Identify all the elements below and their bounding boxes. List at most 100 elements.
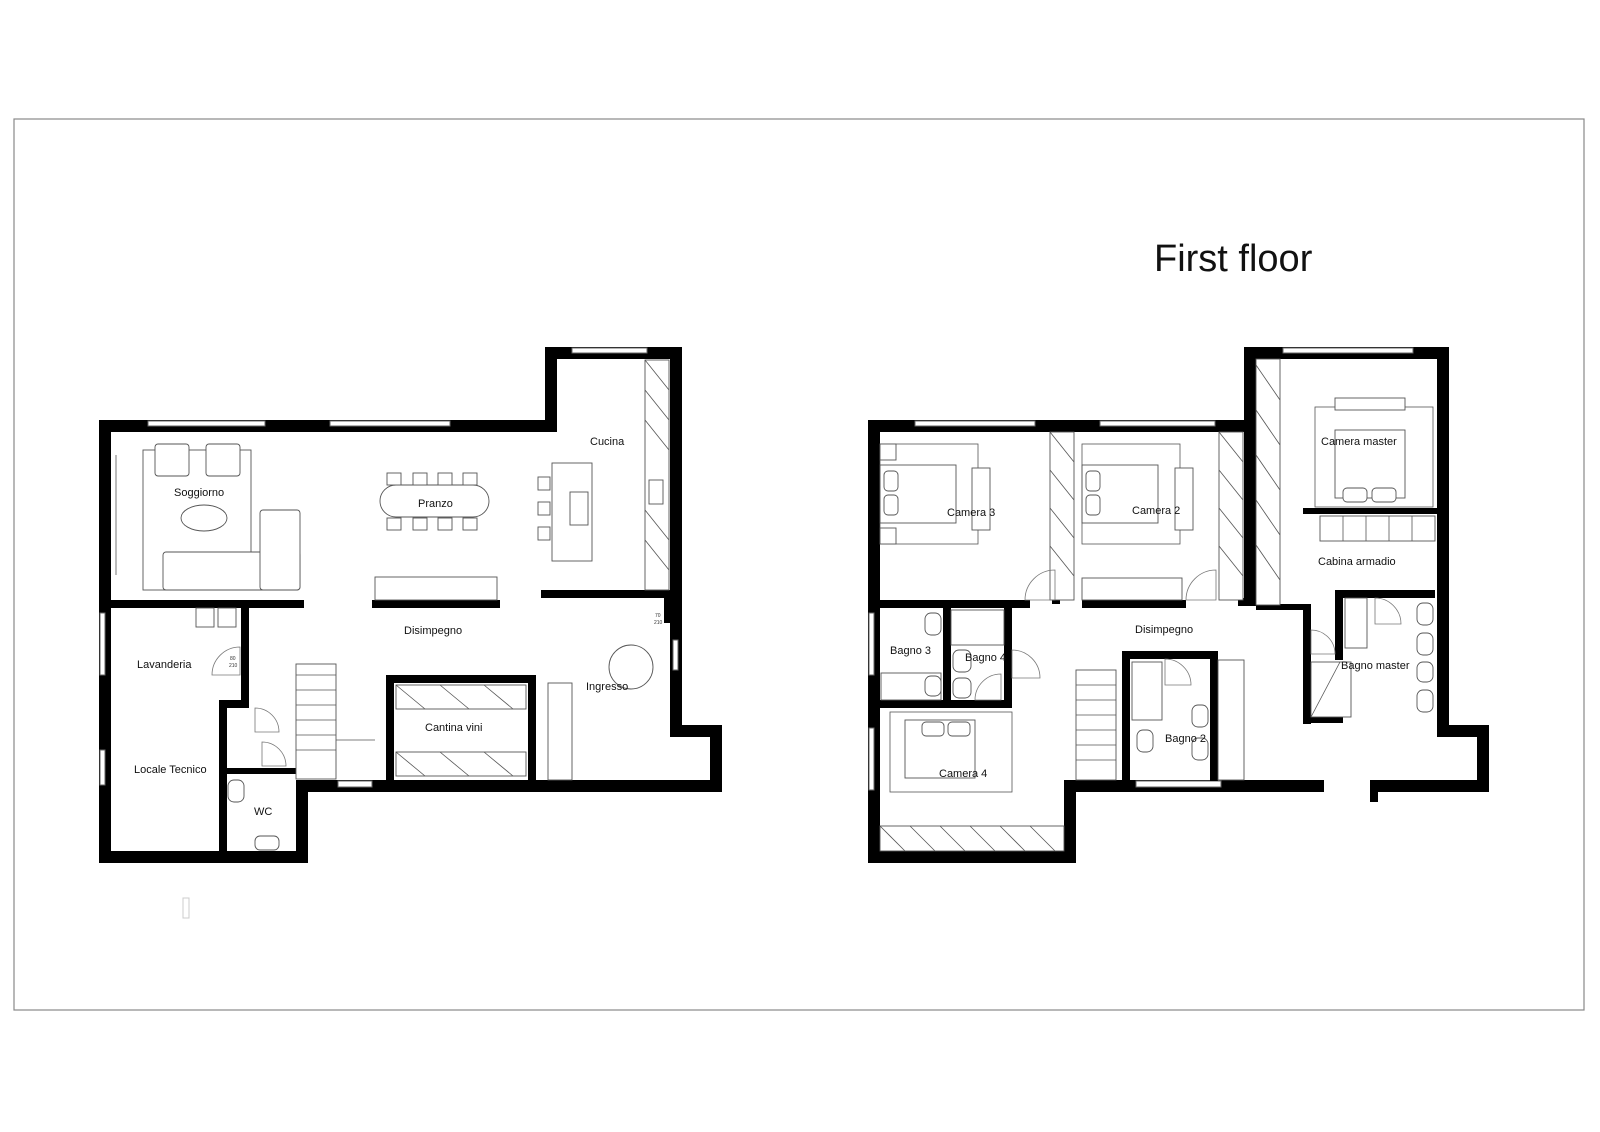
cabinet-hatching — [644, 359, 670, 571]
wall — [1335, 590, 1343, 660]
window — [329, 420, 451, 427]
window — [868, 612, 875, 676]
door-swing — [261, 741, 287, 767]
bed — [1334, 429, 1406, 499]
wall — [1303, 715, 1343, 723]
wall — [1437, 725, 1489, 737]
wall — [1244, 598, 1256, 606]
wall — [372, 600, 500, 608]
wall — [1122, 651, 1130, 781]
room-label-cantina-vini: Cantina vini — [425, 722, 482, 734]
room-label-camera-3: Camera 3 — [947, 507, 995, 519]
wardrobe-hatching — [1049, 431, 1075, 577]
door-swing — [211, 646, 241, 676]
pillow — [1342, 487, 1368, 503]
room-label-disimpegno: Disimpegno — [1135, 624, 1193, 636]
wall — [308, 780, 722, 792]
wall — [1372, 780, 1489, 792]
pillow — [921, 721, 945, 737]
wall — [670, 347, 682, 737]
kitchen-cabinets — [644, 359, 670, 591]
bed-frame — [889, 711, 1013, 793]
pillow — [883, 494, 899, 516]
stair-treads — [296, 674, 336, 751]
armchair — [205, 443, 241, 477]
door-tag: 70 — [655, 613, 661, 619]
wall — [1303, 508, 1437, 514]
wall — [1370, 780, 1378, 802]
wardrobe — [1081, 577, 1183, 601]
door-swing — [1011, 649, 1041, 679]
wine-rack — [395, 684, 527, 710]
washing-machine — [195, 607, 215, 628]
sheet-title: First floor — [1154, 238, 1313, 280]
door-swing — [1310, 629, 1336, 655]
window — [1135, 780, 1222, 788]
window — [571, 347, 648, 354]
pillow — [1371, 487, 1397, 503]
wardrobe — [1218, 431, 1244, 601]
ground-floor-plan: 80 210 70 210 Soggiorno Pranzo Cucina Di… — [99, 347, 722, 919]
wardrobe — [1049, 431, 1075, 601]
door-swing — [1024, 569, 1056, 601]
closet — [1319, 515, 1436, 542]
room-label-cabina-armadio: Cabina armadio — [1318, 556, 1396, 568]
washbasin — [952, 677, 972, 699]
door-swing — [974, 673, 1002, 701]
wall — [1210, 651, 1218, 781]
window — [99, 612, 106, 676]
room-label-cucina: Cucina — [590, 436, 625, 448]
wall — [1256, 604, 1308, 610]
dining-table — [379, 484, 490, 518]
window — [868, 727, 875, 791]
shower-line — [1310, 661, 1341, 718]
nightstand — [879, 443, 897, 461]
wardrobe-hatching — [1255, 364, 1281, 581]
window — [672, 639, 679, 671]
scale-mark — [182, 897, 190, 919]
wardrobe-hatching — [1218, 431, 1244, 577]
door-tag: 210 — [654, 620, 663, 626]
door-swing — [1164, 658, 1192, 686]
door-swing — [1185, 569, 1217, 601]
washbasin — [1416, 602, 1434, 626]
room-label-disimpegno: Disimpegno — [404, 625, 462, 637]
wall — [868, 600, 1030, 608]
washbasin — [1191, 704, 1209, 728]
wall — [664, 598, 670, 623]
room-label-bagno-4: Bagno 4 — [965, 652, 1006, 664]
room-label-pranzo: Pranzo — [418, 498, 453, 510]
wall — [1064, 780, 1076, 863]
wine-rack-hatching — [395, 684, 514, 777]
wardrobe-hatching — [879, 825, 1056, 852]
washbasin — [924, 612, 942, 636]
room-label-wc: WC — [254, 806, 272, 818]
washbasin — [254, 835, 280, 851]
toilet — [1136, 729, 1154, 753]
wall — [241, 608, 249, 700]
wall — [1303, 604, 1311, 724]
door-swing — [1374, 597, 1402, 625]
wall — [99, 600, 304, 608]
room-label-bagno-master: Bagno master — [1341, 660, 1410, 672]
dryer — [217, 607, 237, 628]
washbasin — [1416, 632, 1434, 656]
wall — [99, 851, 308, 863]
pillow — [1085, 494, 1101, 516]
coffee-table — [180, 504, 228, 532]
wall — [227, 768, 296, 774]
wall — [868, 700, 1010, 708]
wall — [670, 725, 722, 737]
window — [337, 780, 373, 788]
toilet — [952, 649, 972, 673]
door-swing — [254, 707, 280, 733]
first-floor-plan: Camera 3 Camera 2 Camera master Cabina a… — [868, 347, 1489, 863]
sideboard — [374, 576, 498, 601]
cabinet — [1344, 597, 1368, 649]
toilet — [924, 675, 942, 697]
wall — [219, 700, 227, 863]
window — [914, 420, 1036, 427]
sink — [648, 479, 664, 505]
wall — [545, 347, 557, 432]
